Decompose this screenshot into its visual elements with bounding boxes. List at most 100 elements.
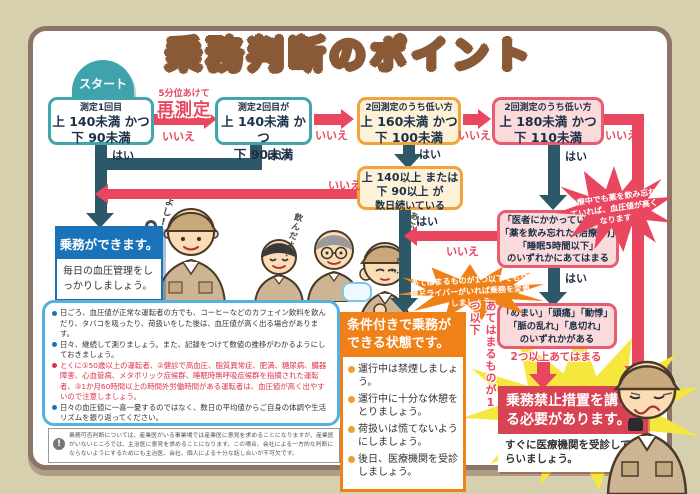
flow-box-symptom: 「めまい」「頭痛」「動悸」 「脈の乱れ」「息切れ」 のいずれかがある — [497, 303, 617, 349]
days-no-head — [95, 184, 108, 204]
no-label-days: いいえ — [328, 179, 361, 192]
yes-label-1: はい — [112, 149, 134, 162]
box4-header: 2回測定のうち低い方 — [504, 103, 592, 113]
no-label-2: いいえ — [315, 129, 348, 142]
start-badge: スタート — [72, 60, 134, 104]
advice-notes-box: 日ごろ、血圧値が正常な運転者の方でも、コーヒーなどのカフェイン飲料を飲んだり、タ… — [42, 300, 340, 426]
speech-bubble — [342, 282, 372, 302]
bullet-dot-icon — [52, 342, 57, 348]
conditional-item: 後日、医療機関を受診しましょう。 — [348, 453, 458, 479]
one-or-less-label: あてはまるものが1つ以下 — [468, 300, 497, 410]
arrow-3-line — [463, 114, 479, 125]
yes-label-days: はい — [416, 215, 438, 228]
result-ok-body: 毎日の血圧管理をしっかりしましょう。 — [63, 266, 153, 292]
no-label-doctor: いいえ — [446, 245, 479, 258]
stamp-icon — [628, 419, 643, 431]
yes-line-box2-h — [95, 158, 262, 170]
result-prohibited-title-text: 乗務禁止措置を講じる必要があります。 — [506, 393, 632, 428]
days-no-line — [108, 189, 357, 199]
flow-box-measure1: 測定1回目 上 140未満 かつ 下 90未満 — [48, 97, 154, 145]
result-ok-title: 乗務ができます。 — [57, 228, 161, 259]
bullet-dot-icon — [348, 426, 355, 434]
box1-line2: 下 90未満 — [71, 130, 131, 146]
doctor-line1: 「医者にかかっていない」 — [502, 215, 614, 226]
two-or-more-label: 2つ以上あてはまる — [510, 351, 602, 363]
box1-line1: 上 140未満 かつ — [52, 114, 150, 130]
flow-box-measure2: 測定2回目が 上 140未満 かつ 下 90未満 — [215, 97, 312, 162]
symptom-line2: 「脈の乱れ」「息切れ」 — [508, 320, 606, 332]
yes-head-box3 — [394, 154, 422, 169]
days-yes-line — [399, 210, 411, 298]
days-yes-head — [390, 298, 418, 313]
advice-item: 日々、継続して測りましょう。また、記録をつけて数値の推移がわかるようにしておきま… — [52, 340, 330, 361]
box4-line2: 下 110未満 — [514, 130, 582, 146]
doctor-line3: 「睡眠5時間以下」 — [517, 240, 599, 252]
bullet-dot-icon — [52, 310, 57, 316]
days-line2: 下 90以上 が — [376, 185, 444, 199]
box2-line2: 下 90未満 — [233, 146, 294, 162]
box2-header: 測定2回目が — [237, 103, 290, 113]
conditional-item-text: 荷扱いは慌てないようにしましょう。 — [358, 424, 458, 449]
advice-item-text: とくに①50歳以上の運転者、②健診で高血圧、脂質異常症、肥満、糖尿病、臓器障害、… — [60, 360, 327, 402]
advice-item-text: 点呼時には正常血圧なのに健診では血圧が高く出ることを白衣高血圧と呼びます。一方、… — [60, 424, 330, 426]
conditional-item: 荷扱いは慌てないようにしましょう。 — [348, 423, 458, 449]
remeasure-note: 5分位あけて — [158, 89, 210, 99]
advice-list: 日ごろ、血圧値が正常な運転者の方でも、コーヒーなどのカフェイン飲料を飲んだり、タ… — [52, 308, 330, 426]
bullet-dot-icon — [52, 405, 57, 411]
symptom-arrow-line — [537, 360, 550, 375]
result-conditional-title: 条件付きで乗務ができる状態です。 — [340, 312, 466, 358]
footnote-text: 乗務可否判断については、産業医がいる事業場では産業医に意見を求めることになります… — [69, 433, 334, 458]
bullet-dot-icon — [52, 363, 57, 369]
advice-item-text: 日ごろ、血圧値が正常な運転者の方でも、コーヒーなどのカフェイン飲料を飲んだり、タ… — [60, 308, 326, 339]
advice-item: 点呼時には正常血圧なのに健診では血圧が高く出ることを白衣高血圧と呼びます。一方、… — [52, 424, 330, 426]
conditional-item-text: 運行中に十分な休憩をとりましょう。 — [358, 394, 458, 419]
no-label-4: いいえ — [605, 129, 638, 142]
arrow-4-line-h — [604, 114, 644, 125]
advice-item: 日ごろ、血圧値が正常な運転者の方でも、コーヒーなどのカフェイン飲料を飲んだり、タ… — [52, 308, 330, 340]
arrow-2-head — [341, 109, 354, 129]
box3-header: 2回測定のうち低い方 — [365, 103, 453, 113]
bullet-dot-icon — [348, 396, 355, 404]
no-label-3: いいえ — [458, 129, 491, 142]
doctor-no-line — [416, 231, 497, 241]
arrow-2-line — [314, 114, 342, 125]
doctor-no-head — [404, 226, 417, 246]
arrow-remeasure-head — [204, 109, 217, 129]
advice-item: 日々の血圧値に一喜一憂するのではなく、数日の平均値からご自身の体調や生活リズムを… — [52, 402, 330, 423]
days-line3: 数日続いている — [375, 200, 445, 212]
yes-line-box4 — [548, 145, 560, 197]
flow-box-180-110: 2回測定のうち低い方 上 180未満 かつ 下 110未満 — [492, 97, 604, 145]
no-label-1: いいえ — [162, 130, 195, 143]
symptom-line3: のいずれかがある — [519, 333, 595, 345]
conditional-item: 運行中は禁煙しましょう。 — [348, 363, 458, 389]
flow-box-160-100: 2回測定のうち低い方 上 160未満 かつ 下 100未満 — [357, 97, 461, 145]
smiling-driver-illustration — [253, 239, 305, 303]
yes-head-box4 — [539, 195, 567, 210]
exclamation-icon: ! — [53, 438, 65, 450]
sad-driver-illustration — [606, 360, 688, 494]
conditional-item-text: 後日、医療機関を受診しましょう。 — [358, 454, 458, 479]
symptom-line1: 「めまい」「頭痛」「動悸」 — [501, 308, 613, 319]
advice-item-text: 日々の血圧値に一喜一憂するのではなく、数日の平均値からご自身の体調や生活リズムを… — [60, 402, 327, 423]
footnote-box: ! 乗務可否判断については、産業医がいる事業場では産業医に意見を求めることになり… — [48, 428, 340, 464]
poster-title: 乗務判断のポイント — [163, 33, 535, 78]
conditional-item-text: 運行中は禁煙しましょう。 — [358, 364, 458, 389]
yes-label-doctor: はい — [565, 272, 587, 285]
days-line1: 上 140以上 または — [361, 171, 459, 184]
box3-line2: 下 100未満 — [375, 130, 443, 146]
doctor-line4: のいずれかにあてはまる — [507, 253, 609, 265]
box3-line1: 上 160未満 かつ — [360, 114, 458, 130]
yes-head-box1 — [86, 213, 114, 228]
arrow-4-line-v — [632, 114, 644, 368]
yes-line-box1 — [95, 145, 107, 215]
bullet-dot-icon — [348, 456, 355, 464]
result-conditional-box: 条件付きで乗務ができる状態です。 運行中は禁煙しましょう。 運行中に十分な休憩を… — [340, 312, 466, 493]
advice-item-text: 日々、継続して測りましょう。また、記録をつけて数値の推移がわかるようにしておきま… — [60, 339, 326, 360]
flow-box-days: 上 140以上 または 下 90以上 が 数日続いている — [357, 166, 463, 212]
conditional-list: 運行中は禁煙しましょう。 運行中に十分な休憩をとりましょう。 荷扱いは慌てないよ… — [348, 363, 458, 479]
advice-item-warning: とくに①50歳以上の運転者、②健診で高血圧、脂質異常症、肥満、糖尿病、臓器障害、… — [52, 361, 330, 403]
senior-driver-ok-illustration — [306, 230, 373, 302]
bullet-dot-icon — [348, 366, 355, 374]
box2-line1: 上 140未満 かつ — [221, 114, 306, 146]
